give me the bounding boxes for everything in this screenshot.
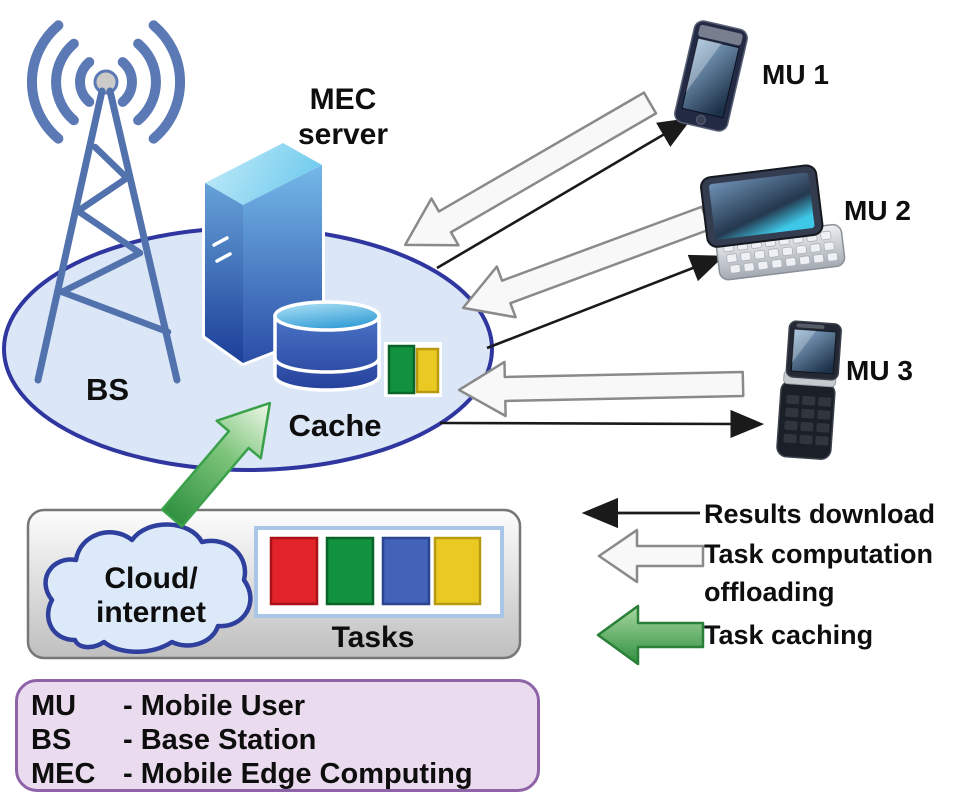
offloading-arrow-mu2 [461, 205, 712, 319]
cached-task-blocks [384, 342, 442, 397]
cached-task-yellow [415, 347, 440, 394]
abbr-row-mec: MEC - Mobile Edge Computing [31, 757, 537, 791]
download-arrows [436, 117, 765, 439]
task-block-yellow [433, 536, 482, 606]
cache-label: Cache [288, 408, 382, 443]
task-block-green [325, 536, 375, 606]
download-arrow-mu3 [439, 409, 765, 439]
abbr-row-bs: BS - Base Station [31, 723, 537, 757]
cache-database-icon [273, 300, 381, 392]
task-block-blue [381, 536, 431, 606]
abbr-term: MU [31, 690, 77, 722]
legend-offloading-label: Task computation offloading [704, 539, 934, 607]
cloud-label: Cloud/ internet [95, 562, 206, 629]
mobile-user-3-phone-icon [776, 320, 842, 460]
legend-results-download-label: Results download [704, 499, 936, 529]
mobile-user-2-phone-icon [700, 164, 846, 281]
abbr-desc: - Base Station [123, 724, 317, 756]
bs-label: BS [86, 372, 130, 407]
download-arrow-mu2 [486, 254, 725, 350]
offloading-arrows [403, 91, 745, 418]
mu3-label: MU 3 [846, 355, 913, 386]
task-caching-arrow [160, 401, 272, 528]
cloud-icon [43, 522, 253, 654]
offloading-arrow-mu3 [457, 360, 745, 418]
radio-waves-icon [27, 20, 185, 144]
abbreviation-legend-box: MU - Mobile User BS - Base Station MEC - Mo… [15, 679, 540, 792]
legend-caching-label: Task caching [704, 620, 874, 650]
download-arrow-mu1 [436, 117, 693, 270]
offloading-arrow-mu1 [403, 91, 658, 247]
mec-server-label: MEC server [297, 83, 389, 152]
task-block-red [269, 536, 319, 606]
tasks-label: Tasks [331, 621, 415, 654]
arrow-legend-symbols [581, 497, 705, 666]
mu2-label: MU 2 [844, 195, 911, 226]
abbr-desc: - Mobile Edge Computing [123, 758, 473, 790]
abbr-term: BS [31, 724, 72, 756]
abbr-term: MEC [31, 758, 96, 790]
base-station-tower-icon [27, 20, 185, 384]
abbr-desc: - Mobile User [123, 690, 306, 722]
mu1-label: MU 1 [762, 59, 829, 90]
legend-offloading-arrow [597, 528, 705, 584]
legend-caching-arrow [596, 604, 705, 666]
mobile-user-1-phone-icon [674, 20, 748, 132]
tasks-queue [254, 526, 504, 618]
abbr-row-mu: MU - Mobile User [31, 689, 537, 723]
cloud-tasks-box [26, 508, 522, 660]
cached-task-green [387, 344, 416, 395]
